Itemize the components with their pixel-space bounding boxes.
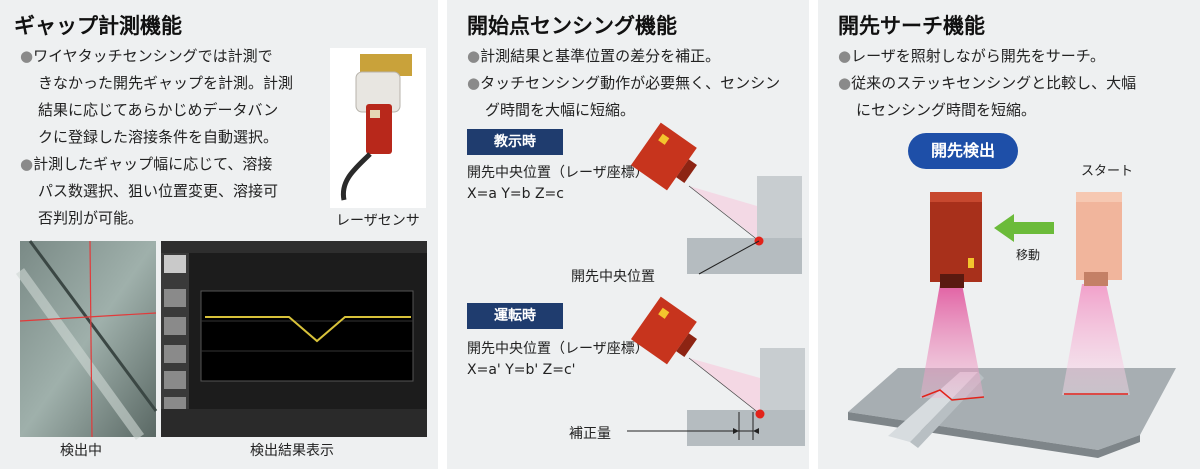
teach-diagram [630,122,802,275]
sensor-caption: レーザセンサ [336,213,420,229]
bullet-list: ●ワイヤタッチセンシングでは計測で きなかった開先ギャップを計測。計測 結果に応… [20,43,320,232]
bullet-line: にセンシング時間を短縮。 [856,101,1037,119]
result-screen-image [161,241,427,437]
run-label: 開先中央位置（レーザ座標） [467,341,649,357]
screen-caption: 検出結果表示 [250,443,334,459]
move-label: 移動 [1016,248,1041,262]
correction-label: 補正量 [569,426,611,442]
groove-search-panel: 開先サーチ機能 ●レーザを照射しながら開先をサーチ。 ●従来のステッキセンシング… [818,0,1200,469]
bullet-item: ●レーザを照射しながら開先をサーチ。 [838,47,1106,65]
laser-sensor-image [330,48,426,208]
bullet-dot-icon: ● [20,47,34,65]
groove-search-diagram [848,192,1176,458]
bullet-list: ●レーザを照射しながら開先をサーチ。 ●従来のステッキセンシングと比較し、大幅 … [838,43,1188,124]
panel-title: ギャップ計測機能 [14,14,182,38]
bullet-dot-icon: ● [467,74,481,92]
bullet-line: きなかった開先ギャップを計測。計測 [38,74,294,92]
bullet-dot-icon: ● [838,74,852,92]
bullet-item: ●計測結果と基準位置の差分を補正。 [467,47,721,65]
bullet-dot-icon: ● [467,47,481,65]
start-point-sensing-panel: 開始点センシング機能 ●計測結果と基準位置の差分を補正。 ●タッチセンシング動作… [447,0,809,469]
panel-title: 開先サーチ機能 [838,14,985,38]
teach-tag: 教示時 [467,129,563,155]
bullet-dot-icon: ● [838,47,852,65]
photo-caption: 検出中 [60,443,102,459]
bullet-line: 否判別が可能。 [38,209,144,227]
teach-point-label: 開先中央位置 [571,269,655,285]
bullet-line: パス数選択、狙い位置変更、溶接可 [38,182,279,200]
run-tag: 運転時 [467,303,563,329]
teach-label: 開先中央位置（レーザ座標） [467,165,649,181]
bullet-line: グ時間を大幅に短縮。 [485,101,636,119]
run-diagram [627,296,805,446]
start-label: スタート [1081,164,1134,179]
bullet-item: ●ワイヤタッチセンシングでは計測で [20,47,273,65]
groove-detect-badge: 開先検出 [908,133,1018,169]
detection-photo [15,240,158,440]
bullet-item: ●タッチセンシング動作が必要無く、センシン [467,74,781,92]
bullet-line: クに登録した溶接条件を自動選択。 [38,128,279,146]
teach-coords: X=a Y=b Z=c [467,186,564,202]
panel-title: 開始点センシング機能 [467,14,677,38]
gap-measurement-panel: ギャップ計測機能 ●ワイヤタッチセンシングでは計測で きなかった開先ギャップを計… [0,0,438,469]
bullet-line: 結果に応じてあらかじめデータバン [38,101,279,119]
bullet-list: ●計測結果と基準位置の差分を補正。 ●タッチセンシング動作が必要無く、センシン … [467,43,797,124]
bullet-dot-icon: ● [20,155,34,173]
bullet-item: ●従来のステッキセンシングと比較し、大幅 [838,74,1137,92]
run-coords: X=a' Y=b' Z=c' [467,362,576,378]
bullet-item: ●計測したギャップ幅に応じて、溶接 [20,155,273,173]
